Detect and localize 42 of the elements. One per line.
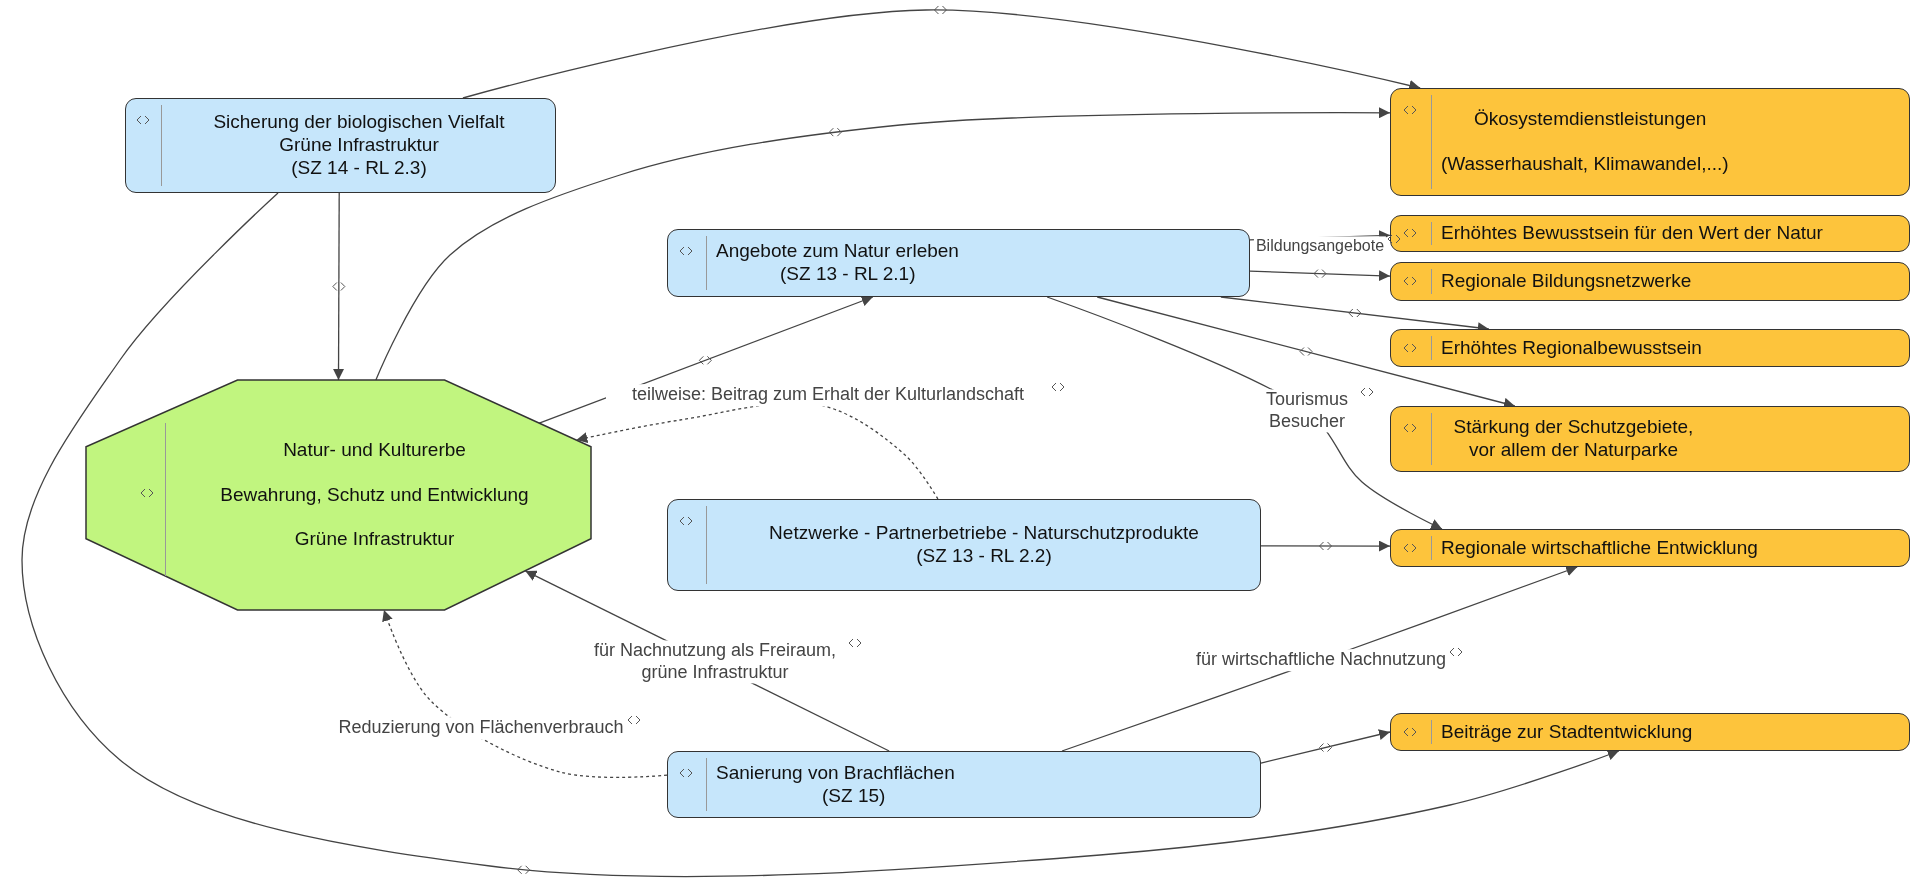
node-label: Grüne Infrastruktur [279, 134, 439, 157]
process-box [1390, 262, 1910, 301]
node-label: Bewahrung, Schutz und Entwicklung [220, 483, 529, 507]
octagon-shape [86, 380, 591, 610]
node-label: Netzwerke - Partnerbetriebe - Naturschutzprodukte [769, 522, 1199, 545]
node-label: Grüne Infrastruktur [294, 528, 455, 552]
node-label: Ökosystemdienstleistungen [1474, 108, 1707, 131]
process-box [667, 751, 1261, 818]
arrow [537, 295, 874, 425]
arrow [21, 192, 1620, 878]
node-label: Regionale Bildungsnetzwerke [1441, 270, 1692, 293]
node-label: (SZ 15) [822, 784, 886, 808]
process-box [1390, 88, 1910, 196]
node-label: Sanierung von Brachflächen [716, 761, 955, 785]
node-label: Beiträge zur Stadtentwicklung [1441, 720, 1693, 744]
node-label: Erhöhtes Regionalbewusstsein [1441, 336, 1702, 360]
arrow [1260, 540, 1391, 552]
arrow [1260, 729, 1391, 764]
arrow [375, 107, 1391, 381]
arrow [1249, 270, 1391, 282]
process-box [125, 98, 556, 193]
process-box [1390, 406, 1910, 472]
node-label: (Wasserhaushalt, Klimawandel,...) [1441, 153, 1729, 176]
node-label: (SZ 13 - RL 2.2) [916, 545, 1052, 568]
process-box [1390, 329, 1910, 367]
process-box [667, 499, 1261, 591]
arrow [462, 9, 1421, 99]
node-label: (SZ 14 - RL 2.3) [291, 156, 427, 180]
process-box [667, 229, 1250, 297]
process-box [1390, 529, 1910, 567]
node-label: Sicherung der biologischen Vielfalt [213, 111, 505, 135]
node-label: Erhöhtes Bewusstsein für den Wert der Natur [1441, 222, 1823, 245]
process-box [1390, 713, 1910, 751]
node-label: Regionale wirtschaftliche Entwicklung [1441, 536, 1758, 560]
arrow [382, 609, 668, 779]
node-label: Natur- und Kulturerbe [283, 438, 466, 462]
node-label: Stärkung der Schutzgebiete, vor allem der Naturparke [1452, 416, 1695, 462]
edge-label: Bildungsangebote [1253, 236, 1387, 256]
node-label: (SZ 13 - RL 2.1) [780, 263, 916, 286]
process-box [1390, 215, 1910, 252]
node-label: Angebote zum Natur erleben [716, 240, 959, 263]
arrow [333, 192, 345, 381]
